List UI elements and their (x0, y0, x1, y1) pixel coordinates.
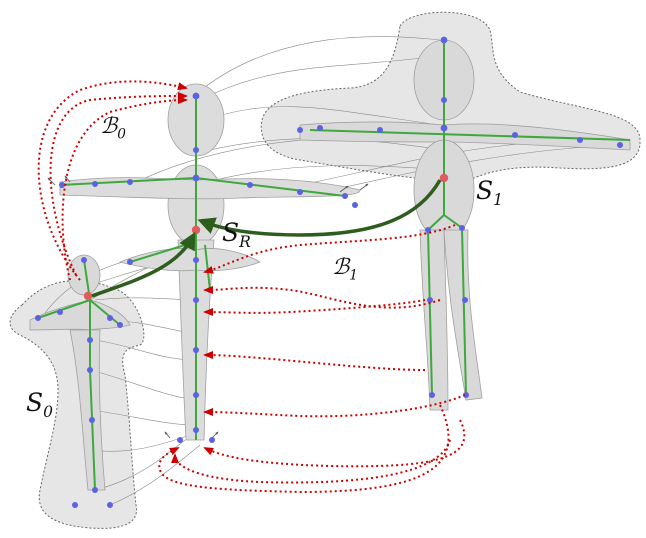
label-b0: ℬ0 (100, 114, 126, 142)
label-s0: S0 (26, 388, 53, 421)
label-s1: S1 (476, 176, 503, 209)
label-b1: ℬ1 (332, 255, 358, 283)
label-sr: SR (222, 218, 251, 251)
